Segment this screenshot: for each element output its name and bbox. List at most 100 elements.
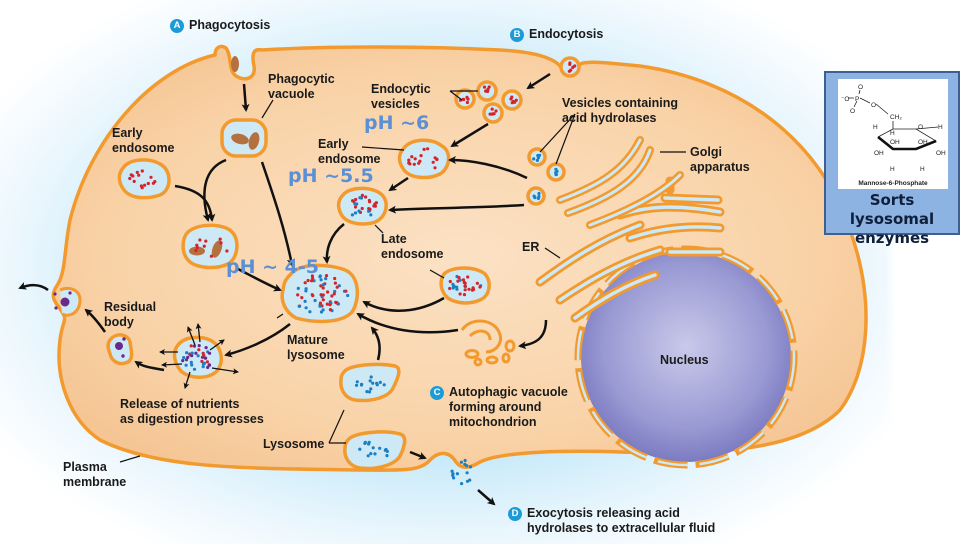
particle-dot [310,274,314,278]
particle-dot [369,375,373,379]
particle-dot [465,95,469,99]
particle-dot [205,360,209,364]
arrow [18,282,49,292]
residue [60,297,70,307]
lysosome-upper [339,362,401,403]
svg-text:H: H [938,124,943,131]
particle-dot [321,308,325,312]
particle-dot [463,288,467,292]
particle-dot [487,85,491,89]
substrate-dots [407,147,439,170]
residue [122,337,126,341]
hydrolase-vesicle [526,186,546,206]
particle-dot [296,293,300,297]
particle-dot [198,238,202,242]
particle-dot [344,289,348,293]
molecule-name: Mannose-6-Phosphate [858,180,928,187]
particle-dot [378,380,382,384]
particle-dot [466,275,470,279]
particle-dot [303,281,307,285]
particle-dot [296,286,300,290]
arrow [388,203,525,214]
particle-dot [195,246,199,250]
nutrient-release-arrows [159,323,239,389]
svg-text:H: H [920,166,925,173]
particle-dot [325,302,329,306]
particle-dot [433,166,437,170]
particle-dot [311,294,315,298]
particle-dot [132,179,136,183]
pathway-arrows [18,72,551,506]
particle-dot [209,254,213,258]
particle-dot [195,243,199,247]
particle-dot [369,452,373,456]
mature-lysosome [280,263,360,324]
particle-dot [184,358,189,362]
particle-dot [202,244,206,248]
particle-dot [330,294,334,298]
particle-dot [194,249,198,253]
particle-dot [333,281,337,285]
particle-dot [318,274,322,278]
particle-dot [385,454,389,458]
particle-dot [304,306,308,310]
particle-dot [452,476,456,480]
particle-dot [358,447,362,451]
particle-dot [357,209,361,213]
particle-dot [204,239,208,243]
particle-dot [569,68,573,72]
particle-dot [297,304,301,308]
svg-text:OH: OH [936,150,946,157]
autophagic-vacuole [460,319,516,367]
particle-dot [319,278,323,282]
enzyme-dots [532,153,559,200]
particle-dot [367,390,372,394]
particle-dot [318,301,323,305]
particle-dot [335,285,339,289]
golgi-apparatus [556,136,684,229]
particle-dot [488,112,492,116]
particle-dot [324,277,328,281]
particle-dot [410,155,414,159]
particle-dot [463,458,467,463]
enzyme-dots [354,375,386,394]
particle-dot [537,194,541,199]
early-endosome-center [397,138,451,180]
particle-dot [365,390,369,394]
particle-dot [460,482,464,486]
particle-dot [313,298,317,303]
particle-dot [360,382,364,386]
substrate-dots [128,169,157,190]
particle-dot [366,454,370,458]
particle-dot [182,356,186,360]
particle-dot [382,383,386,387]
particle-dot [332,292,336,296]
ph-annotation-early-endosome: pH ~5.5 [288,165,374,187]
particle-dot [189,344,193,348]
particle-dot [300,296,304,300]
particle-dot [185,351,189,355]
particle-dot [194,351,198,355]
particle-dot [369,213,373,217]
particle-dot [514,98,518,102]
particle-dot [197,344,201,348]
early-endosome-left [117,158,171,200]
particle-dot [197,348,201,352]
particle-dot [190,354,194,358]
particle-dot [468,465,473,469]
particle [211,240,223,258]
svg-text:P: P [855,96,859,103]
particle-dot [128,176,132,181]
particle-dot [312,279,316,283]
particle-dot [354,197,358,202]
arrow [370,326,381,361]
particle-dot [455,472,459,476]
